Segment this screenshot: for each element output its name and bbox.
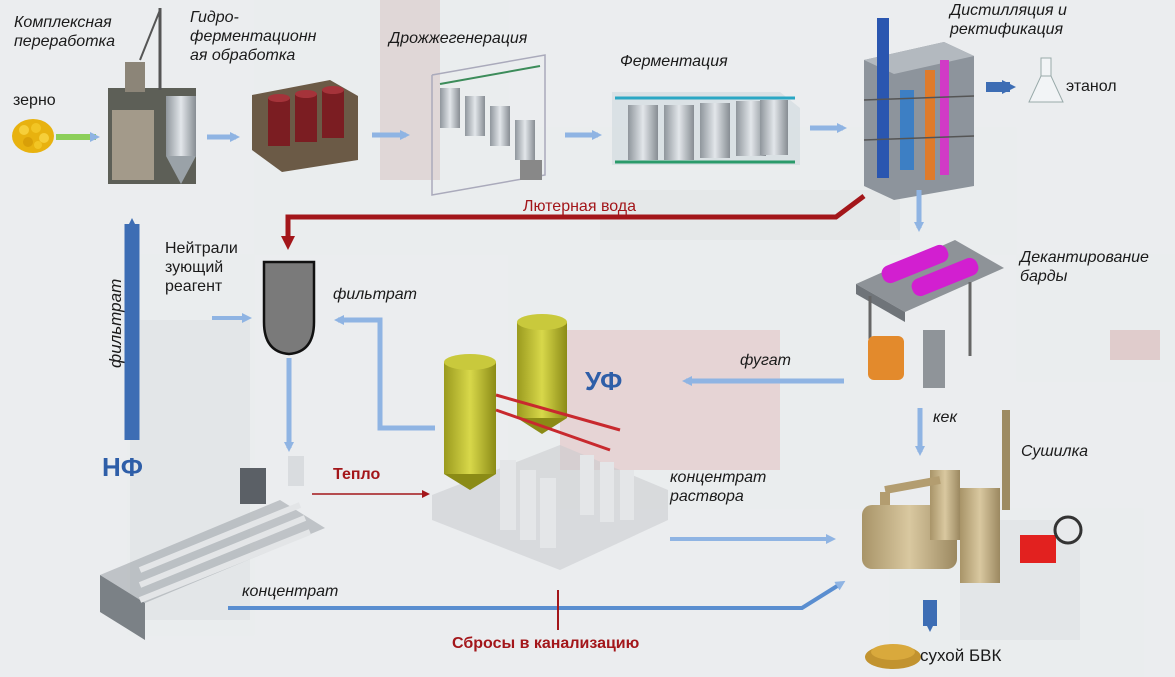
label-grain: зерно [13, 92, 56, 109]
label-ethanol: этанол [1066, 78, 1117, 95]
label-heat: Тепло [333, 466, 381, 483]
label-hydro-fermentation: Гидро- ферментационн ая обработка [190, 9, 317, 64]
label-complex-processing: Комплексная переработка [14, 14, 115, 50]
label-lutter-water: Лютерная вода [523, 198, 637, 215]
grain-icon [12, 119, 54, 153]
label-uf: УФ [585, 366, 623, 396]
nf-unit-icon [100, 456, 325, 640]
label-dryer: Сушилка [1021, 443, 1089, 460]
ethanol-flask-icon [1028, 57, 1064, 103]
decanter-unit-icon [856, 240, 1004, 388]
process-arrows [56, 80, 1016, 632]
label-sewer: Сбросы в канализацию [452, 635, 640, 652]
neutralizer-vessel-icon [262, 260, 316, 356]
label-dry-product: сухой БВК [920, 646, 1002, 665]
arrow-nf-concentrate-to-dryer [228, 580, 846, 610]
hydro-fermentation-unit-icon [252, 80, 358, 172]
dryer-unit-icon [862, 410, 1083, 583]
label-cake: кек [933, 409, 958, 426]
label-filtrate: фильтрат [333, 286, 417, 303]
label-decanting: Декантирование барды [1020, 249, 1149, 285]
label-concentrate-solution: концентрат раствора [670, 469, 767, 505]
yeast-generation-unit-icon [431, 54, 546, 196]
label-concentrate: концентрат [242, 583, 339, 600]
label-fermentation: Ферментация [620, 53, 728, 70]
arrow-filtrate-to-vessel [334, 315, 435, 431]
dry-product-icon [865, 644, 921, 669]
label-distillation: Дистилляция и ректификация [950, 2, 1067, 38]
label-filtrate-vertical: фильтрат [106, 278, 125, 368]
distillation-column-icon [863, 18, 975, 200]
label-fugat: фугат [740, 352, 791, 369]
arrow-lutter-water [281, 194, 866, 250]
label-neutralizer: Нейтрали зующий реагент [165, 240, 238, 295]
uf-unit-icon [432, 314, 668, 570]
complex-processing-unit-icon [108, 8, 196, 184]
fermentation-unit-icon [612, 92, 800, 165]
label-nf: НФ [102, 452, 143, 482]
label-yeast-generation: Дрожжегенерация [389, 30, 528, 47]
